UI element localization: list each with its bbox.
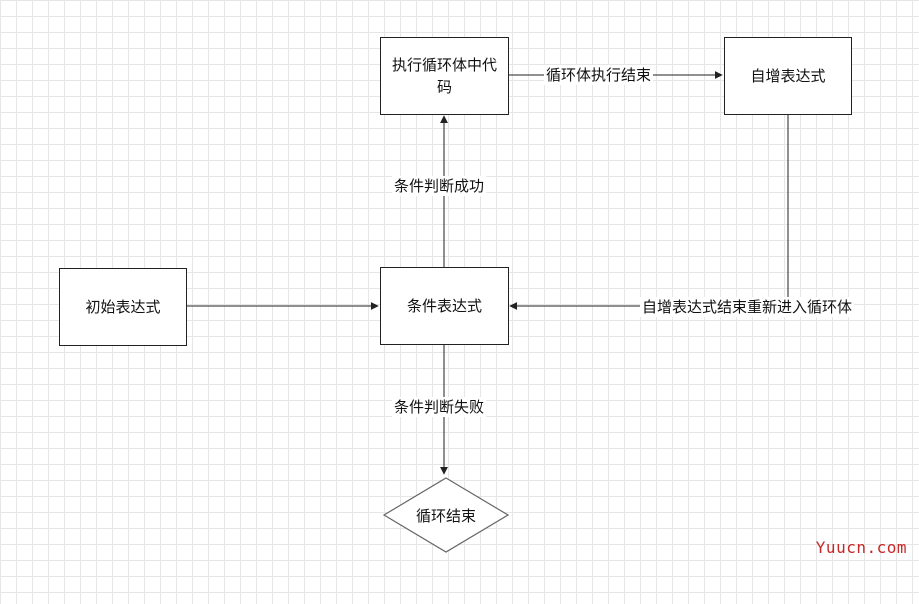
edge-label-reenter: 自增表达式结束重新进入循环体 — [640, 297, 855, 317]
node-loop-body[interactable]: 执行循环体中代码 — [380, 37, 509, 115]
node-end-label: 循环结束 — [415, 506, 476, 525]
node-body-label: 执行循环体中代码 — [391, 56, 497, 96]
edge-label-body-done: 循环体执行结束 — [544, 65, 654, 85]
edge-increment-to-condition — [509, 114, 789, 310]
edge-label-success: 条件判断成功 — [392, 176, 487, 196]
node-init-label: 初始表达式 — [85, 298, 161, 316]
node-increment-label: 自增表达式 — [750, 67, 826, 85]
node-condition-label: 条件表达式 — [406, 297, 482, 315]
watermark: Yuucn.com — [815, 538, 907, 557]
node-increment-expression[interactable]: 自增表达式 — [724, 37, 852, 115]
node-condition-expression[interactable]: 条件表达式 — [380, 267, 509, 345]
node-loop-end[interactable]: 循环结束 — [383, 476, 509, 554]
edge-label-failure: 条件判断失败 — [392, 397, 487, 417]
node-init-expression[interactable]: 初始表达式 — [59, 268, 187, 346]
end-diamond-shape — [382, 477, 510, 553]
